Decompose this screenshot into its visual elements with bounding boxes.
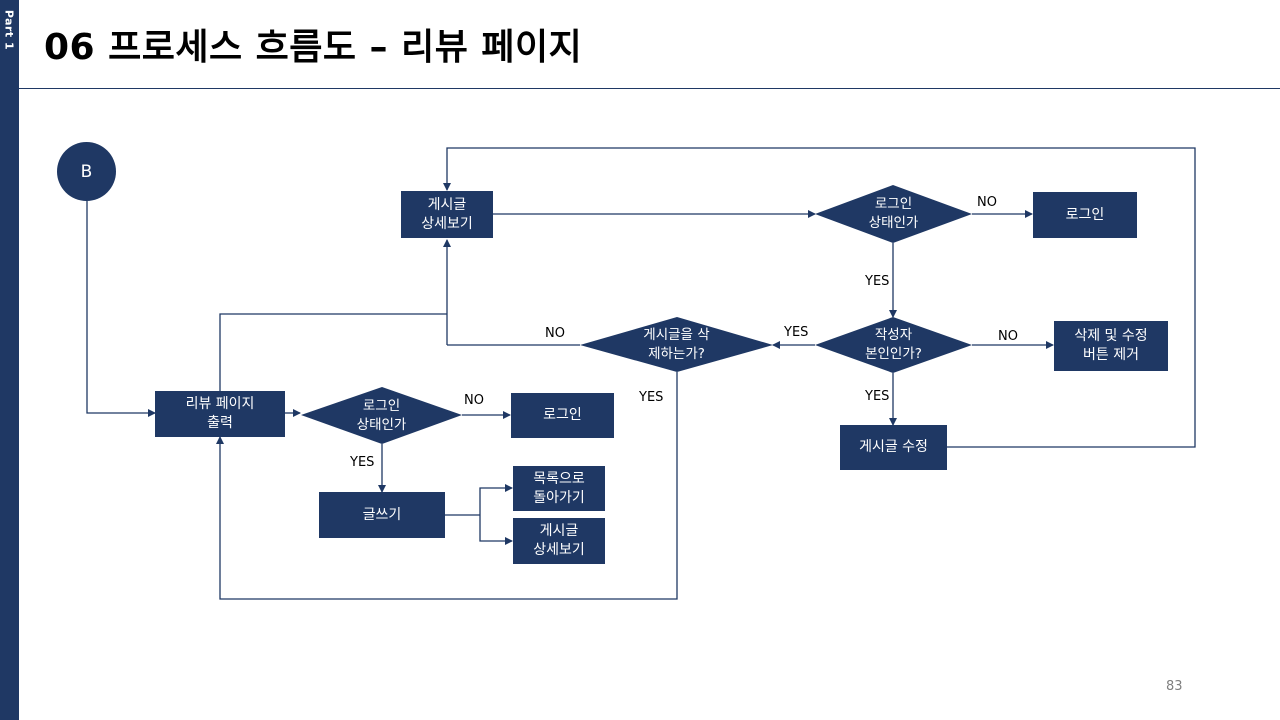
edge-label-yes-1: YES (350, 455, 375, 470)
edge-label-no-1: NO (464, 393, 484, 408)
edge-label-yes-4: YES (784, 325, 809, 340)
start-connector-b: B (57, 142, 116, 201)
node-edit-post: 게시글 수정 (840, 425, 947, 470)
edge-edit-loop (443, 147, 1196, 448)
page-title: 06 프로세스 흐름도 – 리뷰 페이지 (44, 27, 583, 68)
edge-label-no-3: NO (998, 329, 1018, 344)
decision-login-check-1 (301, 387, 462, 444)
node-delete-edit-removed: 삭제 및 수정 버튼 제거 (1054, 321, 1168, 371)
edge-label-no-2: NO (977, 195, 997, 210)
node-login-2: 로그인 (1033, 192, 1137, 238)
sidebar-bar: Part 1 (0, 0, 19, 720)
decision-login-check-2 (815, 185, 972, 243)
edge-review-to-detail (219, 313, 447, 391)
node-review-output: 리뷰 페이지 출력 (155, 391, 285, 437)
node-login-1: 로그인 (511, 393, 614, 438)
title-divider (19, 88, 1280, 89)
node-post-detail-2: 게시글 상세보기 (513, 518, 605, 564)
edge-start-to-review (86, 201, 156, 417)
node-write: 글쓰기 (319, 492, 445, 538)
label-login-check-1: 로그인 상태인가 (356, 397, 407, 433)
edge-delete-yes (216, 372, 678, 600)
page-number: 83 (1166, 679, 1183, 694)
decision-is-author (815, 317, 972, 373)
label-login-check-2: 로그인 상태인가 (868, 196, 919, 231)
edge-write-to-detail (479, 515, 513, 545)
edge-label-yes-2: YES (865, 274, 890, 289)
edge-write-to-list (479, 484, 513, 515)
edge-label-yes-3: YES (865, 389, 890, 404)
edge-label-no-4: NO (545, 326, 565, 341)
node-back-to-list: 목록으로 돌아가기 (513, 466, 605, 511)
decision-delete-post (580, 317, 773, 372)
label-delete-post: 게시글을 삭 제하는가? (643, 326, 710, 362)
node-post-detail-top: 게시글 상세보기 (401, 191, 493, 238)
label-is-author: 작성자 본인인가? (865, 327, 922, 362)
edge-label-yes-5: YES (639, 390, 664, 405)
